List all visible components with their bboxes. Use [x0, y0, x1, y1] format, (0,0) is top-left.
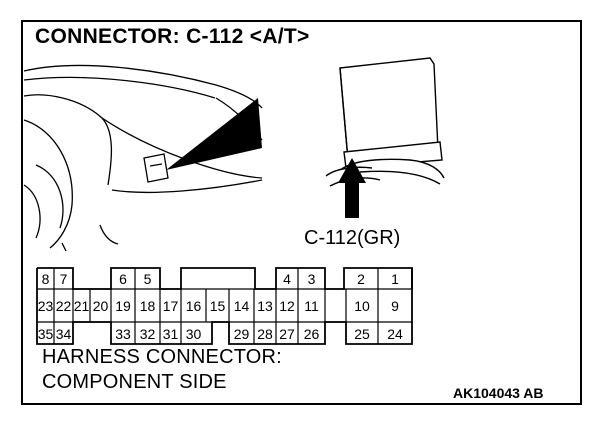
pin-label: 14	[233, 298, 250, 314]
dashboard-illustration	[23, 64, 263, 252]
pin-label: 4	[283, 271, 291, 287]
pin-label: 19	[115, 298, 131, 314]
figure-code: AK104043 AB	[453, 385, 544, 401]
connector-location-marker	[143, 153, 169, 183]
pin-label: 1	[391, 271, 399, 287]
pin-label: 35	[37, 326, 54, 342]
diagram-title: CONNECTOR: C-112 <A/T>	[35, 25, 310, 48]
diagram-frame	[21, 20, 582, 405]
pin-label: 22	[55, 298, 72, 314]
harness-label-line1: HARNESS CONNECTOR:	[42, 346, 282, 368]
pin-label: 2	[357, 271, 365, 287]
connector-module-illustration	[325, 57, 445, 187]
pin-label: 12	[279, 298, 295, 314]
pin-label: 30	[185, 326, 202, 342]
pin-grid-dividers	[37, 268, 412, 344]
pin-label: 6	[119, 271, 127, 287]
pin-label: 31	[162, 326, 179, 342]
pin-label: 25	[354, 326, 370, 342]
pin-label: 21	[73, 298, 90, 314]
pin-label: 26	[303, 326, 320, 342]
callout-label: C-112(GR)	[304, 227, 401, 249]
pin-label: 29	[233, 326, 250, 342]
pin-label: 23	[37, 298, 54, 314]
pin-label: 10	[354, 298, 370, 314]
pin-label: 33	[115, 326, 131, 342]
pin-label: 11	[304, 298, 319, 314]
pin-label: 7	[59, 271, 68, 287]
pin-label: 28	[257, 326, 273, 342]
pin-label: 17	[162, 298, 179, 314]
pin-label: 24	[387, 326, 403, 342]
pin-label: 8	[41, 271, 50, 287]
pin-label: 20	[92, 298, 109, 314]
pin-label: 32	[139, 326, 156, 342]
pin-label: 18	[139, 298, 156, 314]
wedge-pointer	[166, 98, 262, 170]
pin-label: 15	[209, 298, 226, 314]
pin-label: 16	[185, 298, 202, 314]
pin-label: 3	[307, 271, 316, 287]
pin-label: 13	[257, 298, 273, 314]
harness-label-line2: COMPONENT SIDE	[42, 371, 227, 393]
pin-label: 5	[143, 271, 152, 287]
pin-label: 27	[279, 326, 295, 342]
pin-label: 34	[55, 326, 72, 342]
callout-arrow	[338, 158, 366, 218]
pin-label: 9	[391, 298, 399, 314]
